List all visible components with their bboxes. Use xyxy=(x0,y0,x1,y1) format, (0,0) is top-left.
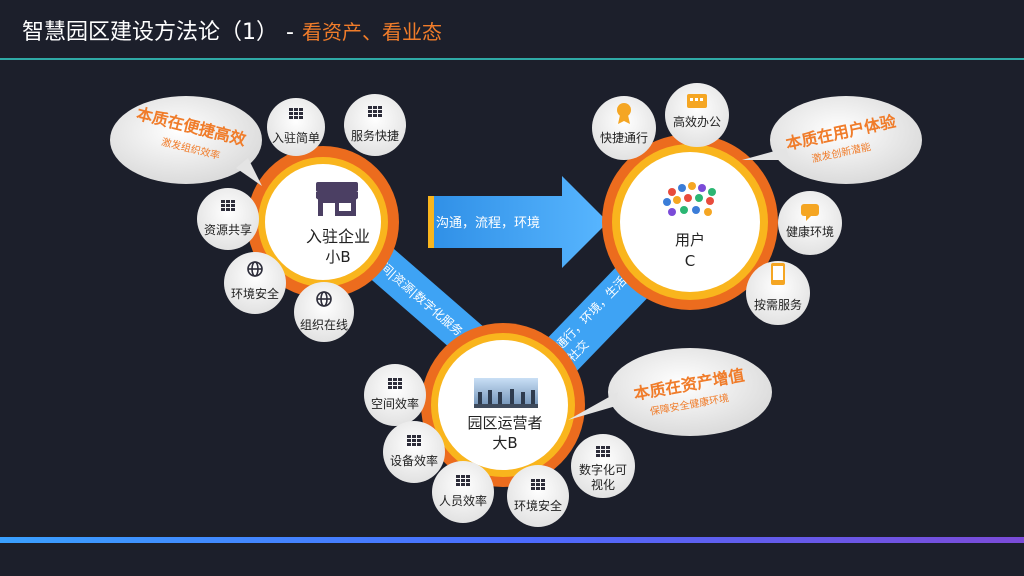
satellite-operator-5: 数字化可 视化 xyxy=(571,434,635,498)
grid-icon xyxy=(221,200,235,211)
arrow-enterprise-to-user: 沟通，流程，环境 xyxy=(428,176,608,268)
grid-icon xyxy=(531,479,545,490)
title-separator: - xyxy=(286,20,294,45)
node-enterprise: 入驻企业 小B xyxy=(247,146,399,298)
satellite-label: 空间效率 xyxy=(371,396,419,411)
node-user-line1: 用户 xyxy=(675,231,705,249)
phone-icon xyxy=(771,263,785,285)
satellite-label: 健康环境 xyxy=(786,224,834,239)
satellite-label: 服务快捷 xyxy=(351,128,399,143)
page-title: 智慧园区建设方法论（1）-看资产、看业态 xyxy=(22,14,442,46)
satellite-label: 环境安全 xyxy=(231,286,279,301)
satellite-enterprise-5: 组织在线 xyxy=(294,282,354,342)
satellite-label: 快捷通行 xyxy=(600,131,648,145)
satellite-label: 数字化可 xyxy=(579,462,627,477)
node-enterprise-line2: 小B xyxy=(325,248,350,266)
satellite-enterprise-1: 入驻简单 xyxy=(267,98,325,156)
node-user-line2: C xyxy=(685,252,695,270)
grid-icon xyxy=(456,475,470,486)
meeting-photo-icon xyxy=(474,378,538,408)
satellite-label: 资源共享 xyxy=(204,222,252,237)
satellite-operator-3: 人员效率 xyxy=(432,461,494,523)
satellite-operator-2: 设备效率 xyxy=(383,421,445,483)
grid-icon xyxy=(289,108,303,119)
satellite-user-3: 健康环境 xyxy=(778,191,842,255)
badge-icon xyxy=(617,103,631,124)
title-divider xyxy=(0,58,1024,60)
bottom-accent-bar xyxy=(0,537,1024,543)
satellite-label: 按需服务 xyxy=(754,297,802,312)
globe-icon xyxy=(316,291,332,307)
node-operator-line2: 大B xyxy=(492,434,517,452)
satellite-user-1: 快捷通行 xyxy=(592,96,656,160)
storefront-icon xyxy=(316,182,358,216)
satellite-label: 组织在线 xyxy=(300,318,348,332)
globe-icon xyxy=(247,261,263,277)
arrow-label-enterprise-user: 沟通，流程，环境 xyxy=(436,216,540,231)
satellite-user-4: 按需服务 xyxy=(746,261,810,325)
satellite-label: 设备效率 xyxy=(390,453,438,468)
satellite-enterprise-4: 环境安全 xyxy=(224,252,286,314)
node-user: 用户 C xyxy=(602,134,778,310)
chat-icon xyxy=(801,204,819,221)
callout-operator: 本质在资产增值 保障安全健康环境 xyxy=(568,348,772,436)
calendar-icon xyxy=(687,94,707,108)
satellite-label: 高效办公 xyxy=(673,114,721,129)
satellite-label: 环境安全 xyxy=(514,498,562,513)
grid-icon xyxy=(388,378,402,389)
people-icon xyxy=(663,182,716,216)
callout-enterprise: 本质在便捷高效 激发组织效率 xyxy=(110,96,262,186)
callout-user: 本质在用户体验 激发创新潜能 xyxy=(742,96,922,184)
grid-icon xyxy=(407,435,421,446)
node-enterprise-line1: 入驻企业 xyxy=(306,227,370,246)
title-subtitle: 看资产、看业态 xyxy=(301,20,442,44)
satellite-label: 入驻简单 xyxy=(272,130,320,145)
satellite-operator-1: 空间效率 xyxy=(364,364,426,426)
title-bar: 智慧园区建设方法论（1）-看资产、看业态 xyxy=(0,0,1024,58)
grid-icon xyxy=(596,446,610,457)
satellite-user-2: 高效办公 xyxy=(665,83,729,147)
grid-icon xyxy=(368,106,382,117)
satellite-operator-4: 环境安全 xyxy=(507,465,569,527)
satellite-enterprise-2: 服务快捷 xyxy=(344,94,406,156)
satellite-enterprise-3: 资源共享 xyxy=(197,188,259,250)
node-operator-line1: 园区运营者 xyxy=(467,414,542,432)
node-operator: 园区运营者 大B xyxy=(421,323,585,487)
title-main-text: 智慧园区建设方法论（1） xyxy=(22,20,278,45)
satellite-label-line2: 视化 xyxy=(591,477,615,492)
satellite-label: 人员效率 xyxy=(439,493,487,508)
